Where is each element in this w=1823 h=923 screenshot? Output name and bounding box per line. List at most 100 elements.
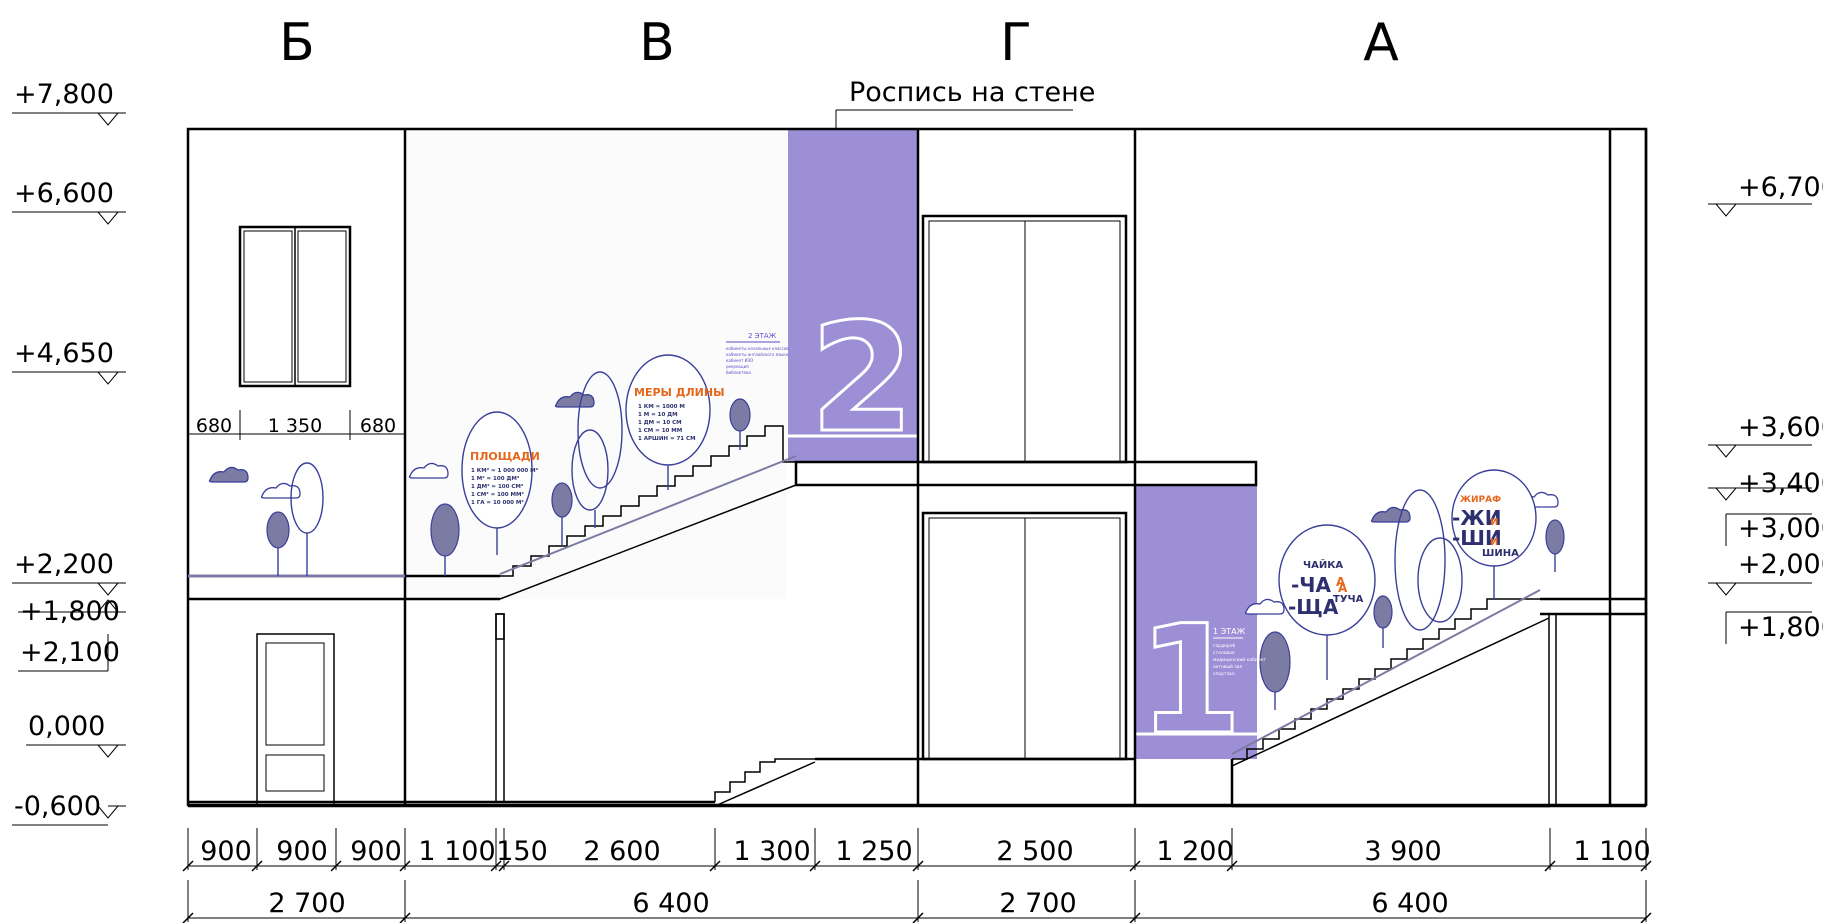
floor1-info-line: актовый зал: [1213, 663, 1243, 670]
cloud: [1244, 598, 1285, 615]
elevation-mark: 0,000: [28, 711, 105, 742]
floor1-accent-panel: [1135, 486, 1257, 759]
window-sash-right: [297, 230, 347, 383]
tree-dark: [266, 511, 290, 549]
axis-label-v: В: [639, 13, 675, 73]
window-dim-text: 680: [196, 415, 232, 437]
areas-line: 1 СМ² = 100 ММ²: [471, 491, 524, 498]
elevators: [921, 214, 1128, 761]
stair-lower-soffit: [714, 761, 816, 807]
stair-upper-steps: [500, 425, 796, 577]
floor2-info-line: библиотека: [726, 370, 751, 375]
dim-text: 2 600: [583, 836, 660, 867]
column-right: [1548, 613, 1557, 807]
stair-upper-soffit: [499, 484, 797, 600]
dim-text: 1 200: [1156, 836, 1233, 867]
window-dim-text: 1 350: [268, 415, 322, 437]
floor1-info-line: столовая: [1213, 651, 1235, 656]
dim-text: 3 900: [1364, 836, 1441, 867]
elevation-arrow: [1715, 582, 1737, 596]
dim-text: 2 500: [996, 836, 1073, 867]
cloud: [408, 462, 449, 479]
window: [238, 225, 352, 388]
floor2-info-line: кабинеты английского языка: [726, 352, 789, 357]
window-sash-left: [243, 230, 293, 383]
column-cap: [495, 613, 505, 640]
scha-rule: -ЩА: [1288, 595, 1339, 619]
floor2-info-line: кабинет ИЗО: [726, 358, 753, 363]
lengths-title: МЕРЫ ДЛИНЫ: [634, 386, 725, 399]
floor2-accent-panel: [788, 129, 918, 462]
elevation-arrow: [1715, 203, 1737, 217]
areas-line: 1 М² = 100 ДМ²: [471, 475, 520, 482]
elevation-mark: +2,200: [14, 549, 114, 580]
lengths-bubble-shape: [625, 354, 711, 466]
elevation-arrow: [1715, 487, 1737, 501]
lengths-line: 1 СМ = 10 ММ: [638, 428, 682, 434]
dim-text: 900: [200, 836, 252, 867]
stair-right-soffit: [1231, 617, 1550, 767]
tree: [577, 371, 623, 489]
elevations-right: +6,700 +3,600 +3,400 +3,000 +2,000 +1,80…: [1708, 172, 1823, 644]
floor2-info: 2 ЭТАЖ кабинеты начальных классов кабине…: [726, 332, 789, 375]
floor1-info-line: гардероб: [1213, 643, 1235, 649]
floor1-info-line: медицинский кабинет: [1213, 656, 1266, 663]
dim-text: 900: [350, 836, 402, 867]
dim-text: 900: [276, 836, 328, 867]
elevation-mark: +3,000: [1738, 513, 1823, 544]
stair-right-handrail: [1231, 589, 1541, 755]
lengths-line: 1 ДМ = 10 СМ: [638, 420, 682, 426]
axis-labels: Б В Г А: [279, 13, 1399, 73]
elevation-arrow: [97, 599, 119, 613]
lengths-line: 1 АРШИН = 71 СМ: [638, 436, 696, 442]
dim-text: 1 300: [733, 836, 810, 867]
floor1-number: 1: [1138, 594, 1242, 768]
tree: [571, 429, 609, 511]
shi-rule: -ШИ: [1452, 526, 1502, 550]
cha-rule: -ЧА: [1291, 573, 1331, 597]
zhi-vowel: И: [1490, 517, 1498, 528]
elevation-mark: +6,600: [14, 178, 114, 209]
tree: [1394, 489, 1446, 631]
elevation-mark: +1,800: [1738, 612, 1823, 643]
tree-dark: [551, 482, 573, 518]
tree-dark: [430, 503, 460, 557]
stair-lower-steps: [714, 758, 815, 802]
window-dim-text: 680: [360, 415, 396, 437]
stairs: [499, 425, 1550, 807]
dim-text: 1 250: [835, 836, 912, 867]
cloud: [260, 482, 301, 499]
mural-right: ЧАЙКА -ЧА А -ЩА ТУЧА А ЖИРАФ -ЖИ И -ШИ И…: [1213, 469, 1565, 710]
zhi-word: ЖИРАФ: [1460, 495, 1501, 505]
floor2-info-line: кабинеты начальных классов: [726, 346, 789, 351]
tree-dark: [729, 398, 751, 432]
tree-dark: [1373, 595, 1393, 629]
dim-text: 150: [496, 836, 548, 867]
elevation-mark: +2,000: [1738, 549, 1823, 580]
tree-dark: [1545, 519, 1565, 555]
window-dimension-chain: 680 1 350 680: [188, 410, 405, 440]
areas-line: 1 ДМ² = 100 СМ²: [471, 483, 524, 490]
elevation-arrow: [1715, 444, 1737, 458]
dimension-chain-1: 900 900 900 1 100 150 2 600 1 300 1 250 …: [182, 828, 1652, 872]
elevation-mark: -0,600: [14, 791, 101, 822]
scha-vowel: А: [1336, 575, 1346, 589]
elevation-mark: +3,400: [1738, 468, 1823, 499]
lengths-line: 1 М = 10 ДМ: [638, 412, 678, 418]
areas-line: 1 КМ² = 1 000 000 М²: [471, 467, 539, 474]
axis-label-a: А: [1363, 13, 1399, 73]
axis-label-g: Г: [1000, 13, 1032, 73]
cha-scha-bubble: ЧАЙКА -ЧА А -ЩА ТУЧА А: [1278, 524, 1376, 680]
elevation-arrow: [97, 371, 119, 385]
elevation-mark: +4,650: [14, 338, 114, 369]
stair-upper-handrail: [499, 455, 797, 575]
door-panel-top: [265, 642, 325, 746]
mural-accent-panels: 2 1: [788, 129, 1257, 770]
floor1-info-line: спортзал: [1213, 672, 1235, 677]
dim-text: 2 700: [999, 888, 1076, 919]
floor2-info-title: 2 ЭТАЖ: [748, 332, 777, 340]
areas-title: ПЛОЩАДИ: [470, 450, 540, 463]
floor2-info-line: рекреация: [726, 364, 749, 369]
cha-word: ЧАЙКА: [1303, 558, 1343, 571]
floor1-info-title: 1 ЭТАЖ: [1213, 627, 1246, 636]
